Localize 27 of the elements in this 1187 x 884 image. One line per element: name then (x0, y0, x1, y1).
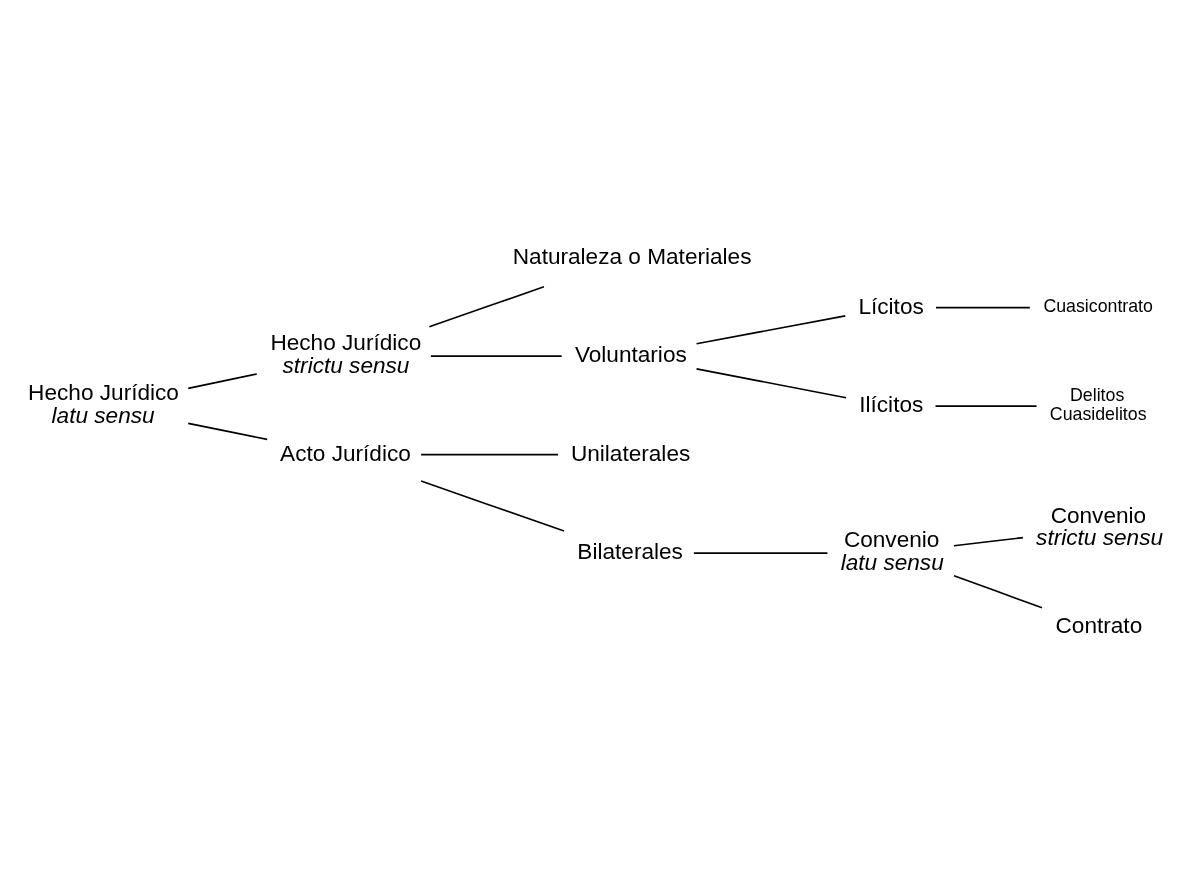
connector (935, 306, 1031, 308)
connector (953, 574, 1043, 609)
node-text: Bilaterales (577, 538, 683, 564)
node-text: Unilaterales (570, 440, 691, 466)
connector (695, 367, 847, 399)
node-text: Acto Jurídico (280, 440, 411, 466)
connector (187, 372, 258, 389)
node-text: Delitos Cuasidelitos (1049, 384, 1147, 424)
connector (187, 422, 268, 440)
node-text: Ilícitos (859, 391, 924, 417)
node-text: Convenio strictu sensu (1036, 502, 1164, 550)
node-text: Convenio latu sensu (840, 526, 944, 575)
node-text: Voluntarios (574, 341, 687, 367)
connector (420, 453, 559, 455)
node-text: Lícitos (858, 293, 924, 319)
node-text: Hecho Jurídico latu sensu (28, 379, 179, 428)
node-text: Cuasicontrato (1043, 295, 1153, 316)
connector (693, 551, 829, 554)
connector (953, 536, 1024, 547)
node-text: Naturaleza o Materiales (512, 243, 752, 269)
connector (695, 314, 847, 345)
node-text: Contrato (1055, 612, 1143, 638)
connector (430, 354, 563, 357)
connector (934, 404, 1038, 407)
node-text: Hecho Jurídico strictu sensu (270, 329, 422, 378)
connector (428, 285, 545, 328)
connector (420, 479, 565, 532)
